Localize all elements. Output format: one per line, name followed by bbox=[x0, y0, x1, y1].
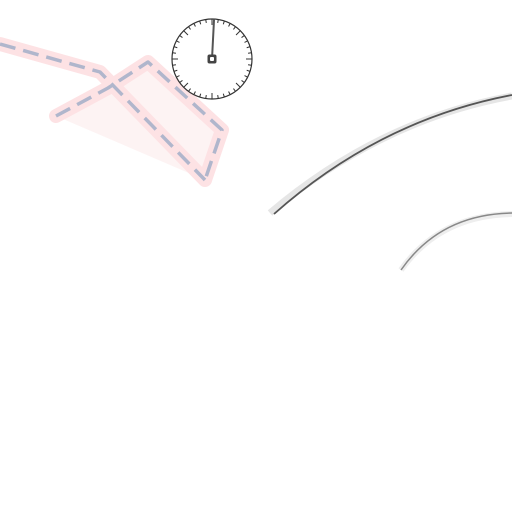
dial-tick bbox=[228, 23, 231, 27]
outer-track-line bbox=[273, 94, 512, 215]
dial-tick bbox=[183, 30, 189, 36]
outer-track-shadow bbox=[267, 92, 512, 216]
dial-ticks bbox=[172, 19, 252, 99]
curved-track-lines bbox=[267, 92, 512, 272]
dial-tick bbox=[233, 88, 236, 92]
dial-tick bbox=[228, 91, 231, 95]
dial-tick bbox=[193, 91, 196, 95]
dial-gauge-icon[interactable] bbox=[171, 18, 253, 100]
dial-tick bbox=[172, 64, 177, 66]
dial-tick bbox=[217, 94, 219, 99]
inner-track-shadow bbox=[398, 211, 512, 272]
dial-tick bbox=[244, 40, 248, 43]
dial-tick bbox=[244, 75, 248, 78]
dial-tick bbox=[233, 26, 236, 30]
dial-tick bbox=[222, 20, 225, 25]
dial-tick bbox=[241, 80, 245, 83]
dial-tick bbox=[188, 26, 191, 30]
dial-tick bbox=[235, 82, 241, 88]
dial-tick bbox=[241, 35, 245, 38]
player-path bbox=[0, 37, 229, 187]
dial-tick bbox=[179, 80, 183, 83]
dial-tick bbox=[246, 46, 251, 49]
dial-tick bbox=[205, 19, 207, 24]
dial-tick bbox=[246, 69, 251, 72]
dial-tick bbox=[199, 20, 202, 25]
dial-tick bbox=[247, 64, 252, 66]
dial-tick bbox=[173, 46, 178, 49]
dial-hub-inner bbox=[210, 57, 214, 61]
dial-tick bbox=[217, 19, 219, 24]
dial-tick bbox=[173, 69, 178, 72]
dial-needle bbox=[211, 19, 215, 60]
dial-tick bbox=[205, 94, 207, 99]
dial-tick bbox=[176, 40, 180, 43]
dial-tick bbox=[176, 75, 180, 78]
dial-tick bbox=[172, 52, 177, 54]
dial-tick bbox=[199, 93, 202, 98]
dial-tick bbox=[222, 93, 225, 98]
path-dashed-outline bbox=[0, 42, 224, 182]
dial-tick bbox=[247, 52, 252, 54]
dial-tick bbox=[179, 35, 183, 38]
dial-tick bbox=[183, 82, 189, 88]
dial-tick bbox=[193, 23, 196, 27]
dial-tick bbox=[235, 30, 241, 36]
inner-track-line bbox=[400, 212, 512, 271]
dial-tick bbox=[188, 88, 191, 92]
